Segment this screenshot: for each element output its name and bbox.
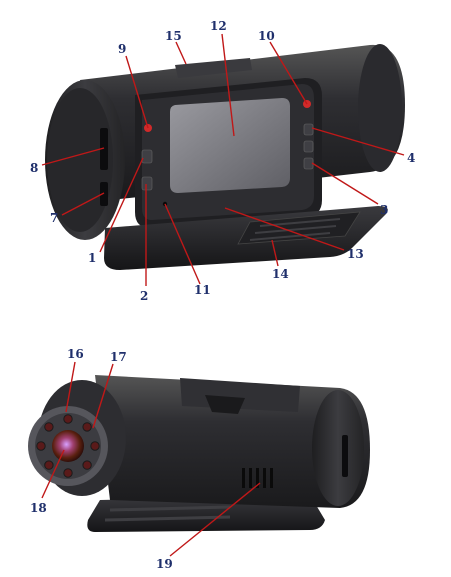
leader-lines: [41, 33, 405, 557]
base-rib-2: [254, 225, 337, 234]
ir-led-5: [63, 468, 73, 478]
ir-led-8: [44, 422, 54, 432]
rear-barrel: [95, 375, 370, 508]
rear-base-rib-1: [109, 505, 231, 512]
left-end-cap-face: [47, 88, 113, 232]
callout-1: 1: [88, 251, 96, 265]
leader-9: [125, 55, 149, 129]
leader-14: [271, 239, 279, 267]
callout-12: 12: [210, 19, 227, 33]
callout-3: 3: [380, 203, 388, 217]
callout-16: 16: [67, 347, 84, 361]
button-up: [303, 123, 314, 136]
leader-7: [61, 192, 105, 216]
leader-3: [311, 162, 379, 205]
callout-18: 18: [30, 501, 47, 515]
callout-2: 2: [140, 289, 148, 303]
rear-base-rib-2: [104, 515, 231, 522]
callout-19: 19: [156, 557, 173, 571]
top-ridge: [175, 58, 252, 78]
ir-led-7: [36, 441, 46, 451]
leader-16: [65, 361, 76, 413]
callout-15: 15: [165, 29, 182, 43]
leader-15: [175, 41, 187, 65]
ir-led-3: [90, 441, 100, 451]
leader-17: [92, 363, 114, 429]
ir-led-6: [44, 460, 54, 470]
button-down: [303, 140, 314, 153]
leader-11: [164, 203, 201, 285]
callout-4: 4: [407, 151, 415, 165]
callout-7: 7: [50, 211, 58, 225]
ir-led-4: [82, 460, 92, 470]
rear-end-cap: [312, 390, 364, 506]
callout-11: 11: [194, 283, 211, 297]
ir-led-ring: [36, 414, 100, 478]
leader-12: [221, 33, 235, 137]
base-rib-3: [249, 232, 331, 241]
speaker-grille: [242, 468, 273, 488]
leader-13: [224, 207, 345, 251]
callout-14: 14: [272, 267, 289, 281]
lcd-screen: [170, 98, 290, 193]
callout-9: 9: [118, 42, 126, 56]
callout-13: 13: [347, 247, 364, 261]
button-power: [141, 149, 153, 164]
barrel-end: [358, 44, 402, 172]
callout-8: 8: [30, 161, 38, 175]
leader-1: [99, 157, 144, 253]
camera-lens: [52, 430, 84, 462]
rear-top-ridge: [205, 395, 245, 414]
ir-led-1: [63, 414, 73, 424]
leader-4: [311, 127, 405, 156]
callout-10: 10: [258, 29, 275, 43]
button-ok: [141, 176, 153, 191]
leader-19: [169, 482, 261, 557]
ir-led-2: [82, 422, 92, 432]
leader-8: [41, 147, 105, 166]
card-slot: [100, 128, 108, 170]
rear-end-slot: [342, 435, 348, 477]
button-menu: [303, 157, 314, 170]
usb-port: [100, 182, 108, 206]
bottom-device: [28, 375, 370, 532]
top-device: [45, 44, 405, 270]
callout-labels: 1 2 3 4 7 8 9 10 11 12 13 14 15 16 17 18…: [30, 19, 415, 571]
callout-17: 17: [110, 350, 127, 364]
leader-18: [41, 449, 65, 499]
leader-10: [269, 41, 308, 105]
